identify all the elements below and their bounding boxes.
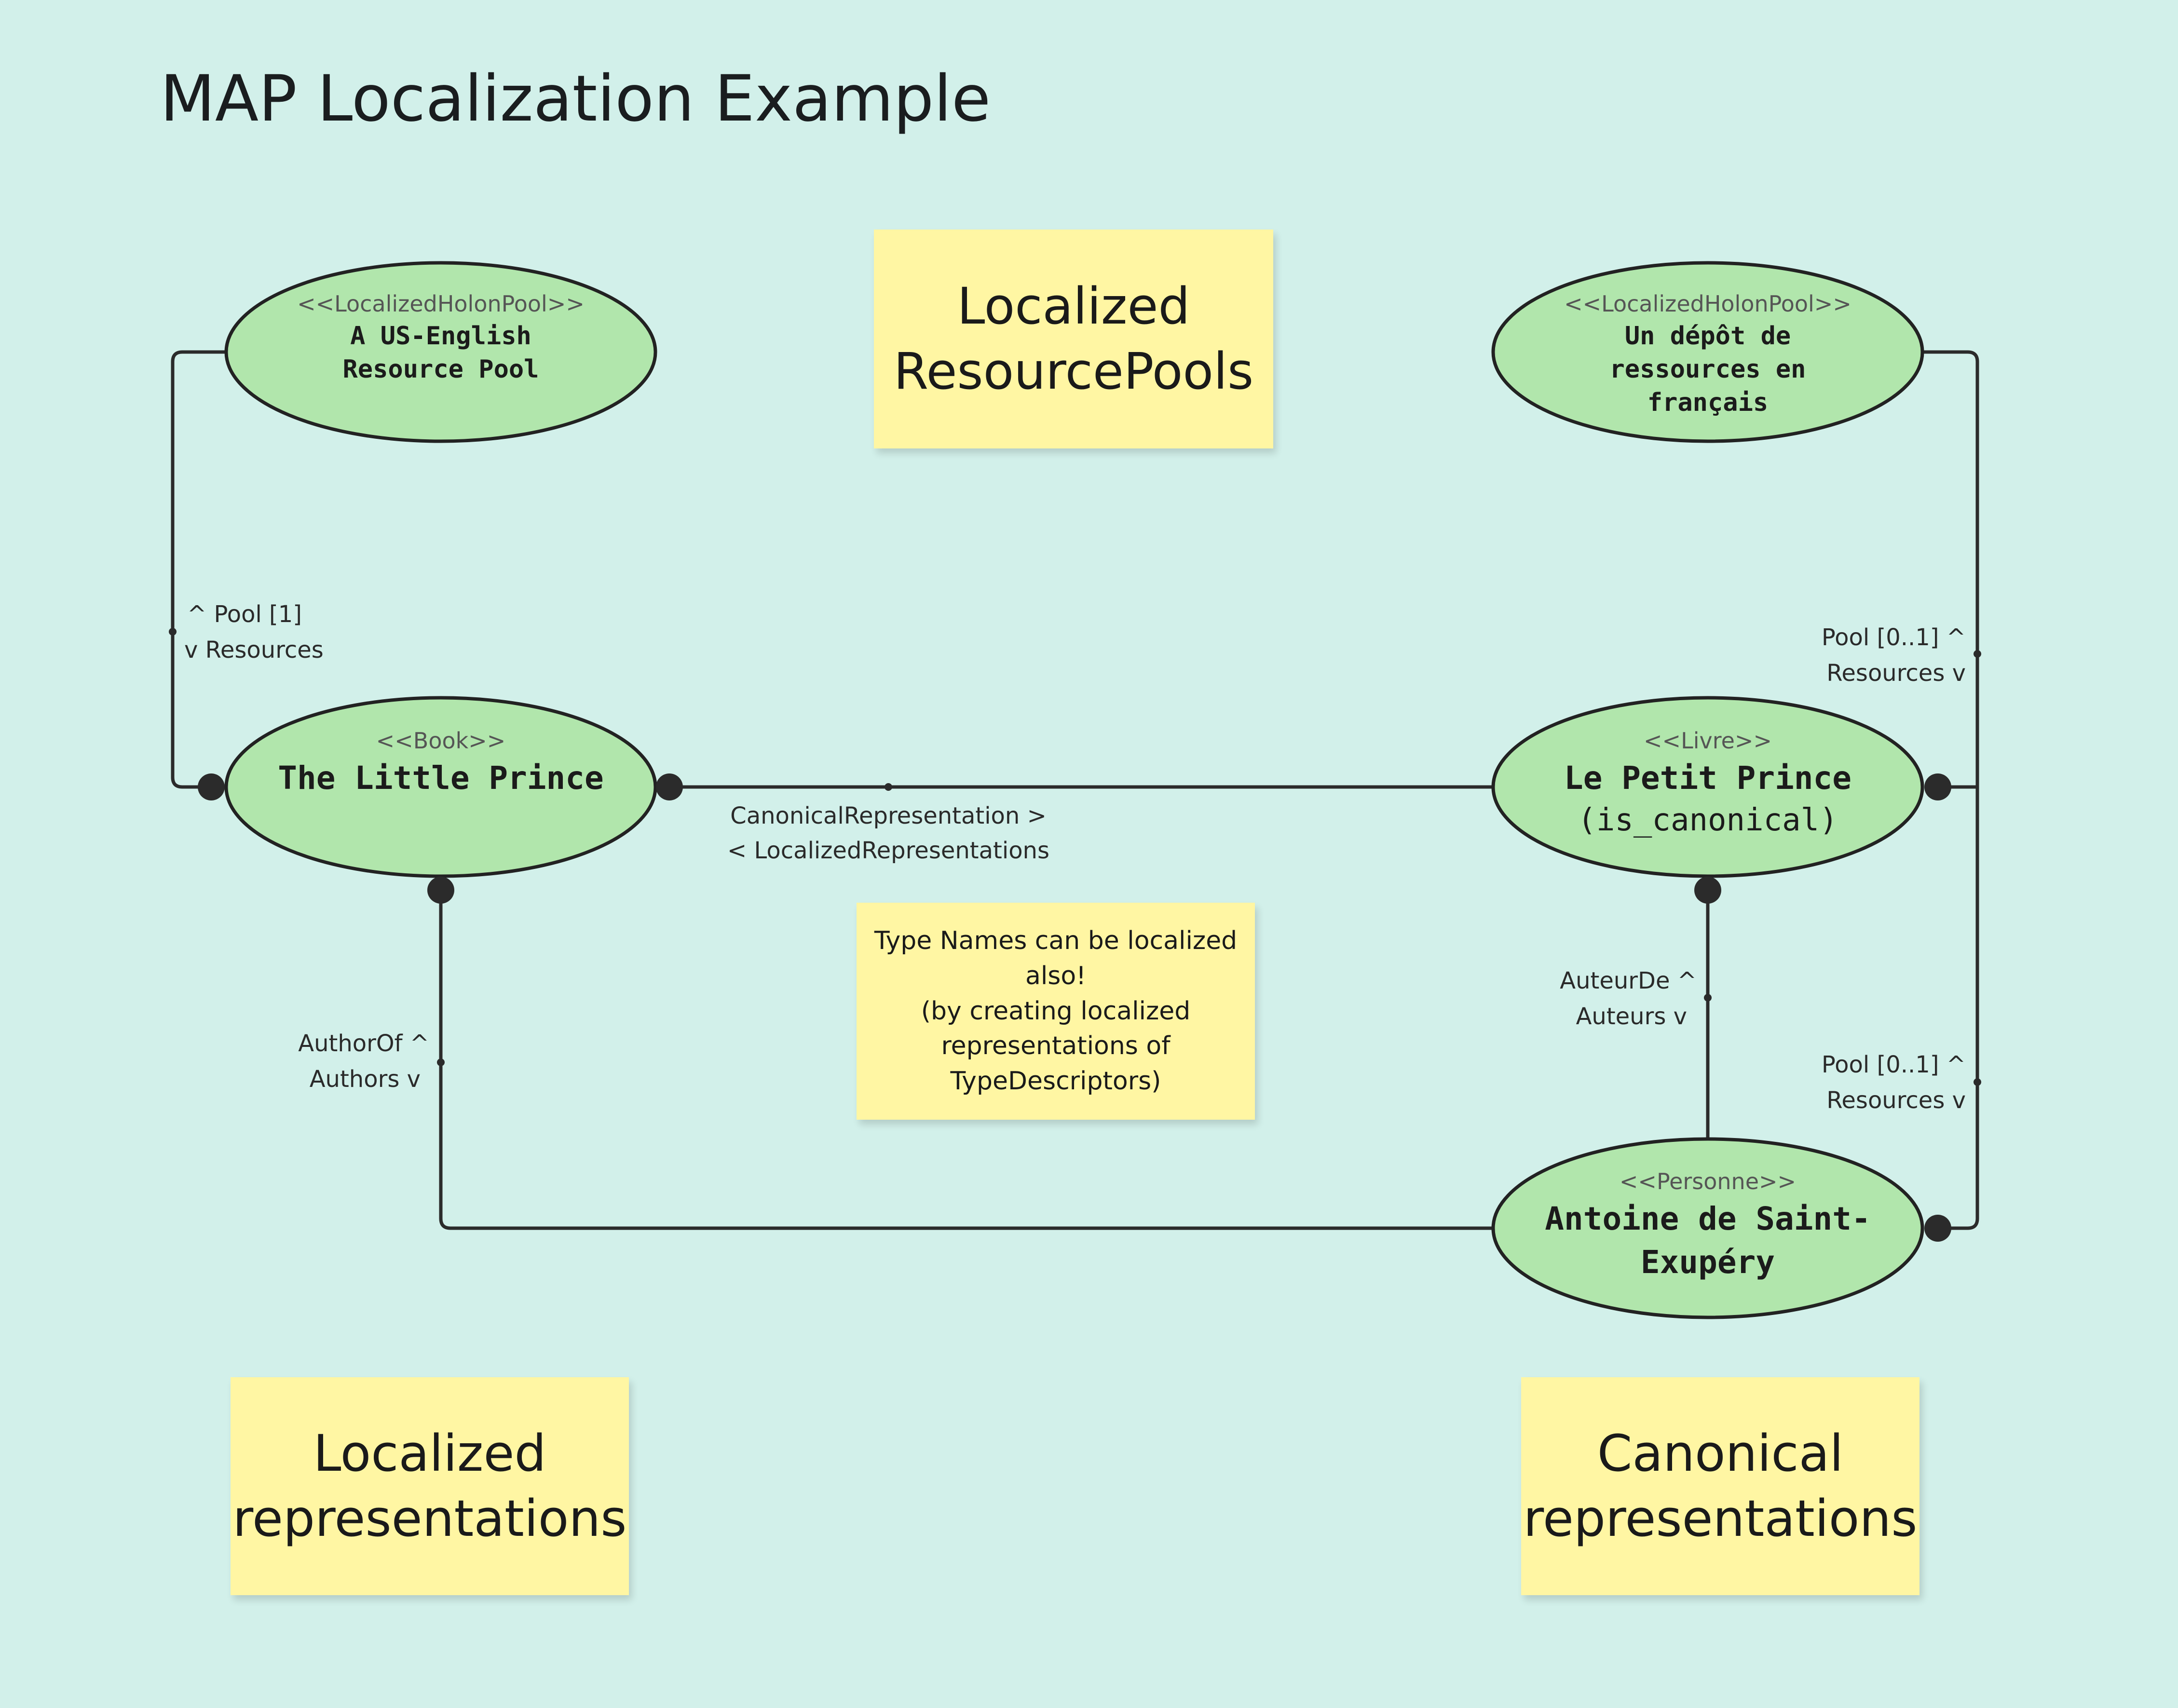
edge-midpoint-us-pool bbox=[169, 628, 177, 636]
node-livre[interactable] bbox=[1491, 696, 1924, 878]
edge-midpoint-auteur-de bbox=[1704, 994, 1712, 1002]
edge-midpoint-fr-pool-personne bbox=[1974, 1078, 1981, 1086]
node-us-pool-name-line-2: Resource Pool bbox=[343, 355, 539, 384]
note-canonical-representations-line-2: representations bbox=[1523, 1489, 1918, 1548]
node-us-pool-name-line-1: A US-English bbox=[350, 322, 531, 351]
edge-label-us-pool-line-2: v Resources bbox=[184, 637, 324, 664]
note-type-names-line-4: representations of bbox=[941, 1031, 1171, 1061]
node-livre-canonical-flag: (is_canonical) bbox=[1578, 802, 1838, 838]
edge-label-fr-pool-livre-line-2: Resources v bbox=[1826, 660, 1966, 687]
page-title: MAP Localization Example bbox=[160, 62, 991, 136]
node-us-pool[interactable] bbox=[224, 261, 657, 443]
node-fr-pool-name-line-2: ressources en bbox=[1610, 355, 1806, 384]
node-us-pool-stereotype: <<LocalizedHolonPool>> bbox=[297, 291, 585, 317]
edge-end-dot-personne-right bbox=[1924, 1215, 1951, 1242]
edge-us-pool-to-book[interactable] bbox=[171, 350, 226, 789]
edge-end-dot-livre-right bbox=[1924, 773, 1951, 800]
node-livre-stereotype: <<Livre>> bbox=[1644, 728, 1772, 754]
node-fr-pool[interactable] bbox=[1491, 261, 1924, 443]
edge-author-of[interactable] bbox=[439, 890, 1493, 1230]
edge-midpoint-author-of bbox=[437, 1058, 445, 1066]
node-fr-pool-name-line-3: français bbox=[1647, 388, 1768, 417]
edge-label-auteur-de-line-1: AuteurDe ^ bbox=[1560, 967, 1697, 994]
edge-fr-pool-to-livre[interactable] bbox=[1922, 350, 1979, 789]
note-localized-resource-pools[interactable]: Localized ResourcePools bbox=[874, 230, 1273, 448]
note-canonical-representations[interactable]: Canonical representations bbox=[1521, 1377, 1919, 1595]
node-personne-name-line-2: Exupéry bbox=[1641, 1244, 1775, 1281]
edge-label-fr-pool-livre-line-1: Pool [0..1] ^ bbox=[1822, 624, 1966, 651]
node-fr-pool-stereotype: <<LocalizedHolonPool>> bbox=[1564, 291, 1851, 317]
node-book-name: The Little Prince bbox=[278, 759, 604, 797]
note-localized-representations-line-2: representations bbox=[232, 1489, 627, 1548]
note-localized-representations-line-1: Localized bbox=[313, 1423, 546, 1483]
edge-end-dot-book-left bbox=[198, 773, 225, 800]
note-type-names-line-2: also! bbox=[1025, 961, 1087, 990]
edge-midpoint-canonical bbox=[885, 783, 892, 791]
note-type-names-localized[interactable]: Type Names can be localized also! (by cr… bbox=[857, 903, 1255, 1120]
note-localized-resource-pools-line-2: ResourcePools bbox=[893, 342, 1254, 401]
edge-end-dot-livre-bottom bbox=[1694, 877, 1721, 904]
node-livre-name: Le Petit Prince bbox=[1564, 759, 1851, 797]
note-localized-resource-pools-line-1: Localized bbox=[957, 276, 1190, 336]
note-canonical-representations-line-1: Canonical bbox=[1597, 1423, 1844, 1483]
edge-label-fr-pool-personne-line-2: Resources v bbox=[1826, 1087, 1966, 1114]
edge-end-dot-book-bottom bbox=[427, 877, 454, 904]
node-fr-pool-name-line-1: Un dépôt de bbox=[1625, 322, 1791, 351]
note-type-names-line-1: Type Names can be localized bbox=[874, 926, 1238, 955]
node-book[interactable] bbox=[224, 696, 657, 878]
edge-label-author-of-line-2: Authors v bbox=[310, 1066, 421, 1093]
node-personne-stereotype: <<Personne>> bbox=[1620, 1168, 1796, 1194]
edge-fr-pool-to-personne[interactable] bbox=[1938, 787, 1979, 1230]
node-personne-name-line-1: Antoine de Saint- bbox=[1545, 1200, 1871, 1237]
edge-label-canonical-line-2: < LocalizedRepresentations bbox=[727, 837, 1049, 864]
edge-label-author-of-line-1: AuthorOf ^ bbox=[298, 1030, 429, 1057]
note-localized-representations[interactable]: Localized representations bbox=[231, 1377, 629, 1595]
edge-label-fr-pool-personne-line-1: Pool [0..1] ^ bbox=[1822, 1051, 1966, 1078]
note-type-names-line-5: TypeDescriptors) bbox=[950, 1067, 1161, 1096]
edge-midpoint-fr-pool-livre bbox=[1974, 650, 1981, 658]
edge-label-canonical-line-1: CanonicalRepresentation > bbox=[730, 802, 1047, 829]
edge-label-us-pool-line-1: ^ Pool [1] bbox=[187, 601, 302, 628]
node-book-stereotype: <<Book>> bbox=[376, 728, 506, 754]
node-personne[interactable] bbox=[1491, 1137, 1924, 1319]
note-type-names-line-3: (by creating localized bbox=[921, 996, 1191, 1026]
edge-end-dot-book-right bbox=[656, 773, 683, 800]
edge-label-auteur-de-line-2: Auteurs v bbox=[1576, 1003, 1687, 1030]
